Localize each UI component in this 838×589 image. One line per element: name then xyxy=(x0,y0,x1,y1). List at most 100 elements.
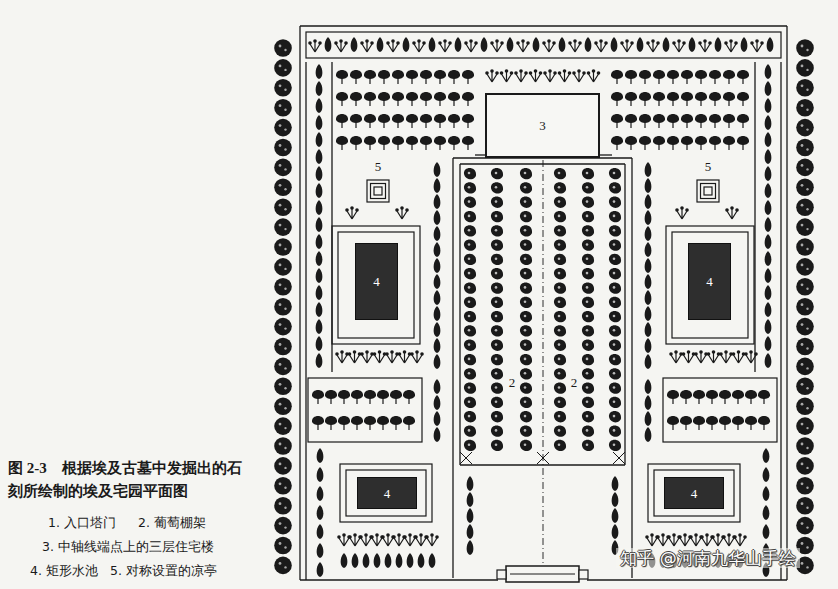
round-tree xyxy=(796,338,814,356)
cypress-tree xyxy=(434,258,441,273)
tree-highlight xyxy=(801,283,804,286)
fruit-tree xyxy=(693,390,705,399)
grape-vine xyxy=(464,182,476,193)
tree-highlight xyxy=(284,208,286,210)
papyrus-head xyxy=(524,71,528,75)
papyrus-head xyxy=(373,352,377,356)
papyrus-head xyxy=(578,41,582,45)
papyrus-head xyxy=(500,71,504,75)
vine-highlight xyxy=(586,329,589,332)
papyrus-head xyxy=(420,352,424,356)
papyrus-head xyxy=(543,71,547,75)
fruit-tree xyxy=(350,136,362,145)
fruit-tree xyxy=(695,114,707,123)
vine-highlight xyxy=(524,329,527,332)
fruit-tree xyxy=(364,390,376,399)
grape-vine xyxy=(609,425,621,436)
fruit-tree xyxy=(667,114,679,123)
round-tree xyxy=(796,457,814,475)
tree-highlight xyxy=(284,507,286,509)
cypress-tree xyxy=(434,338,441,353)
round-tree xyxy=(274,338,292,356)
fruit-tree xyxy=(392,70,404,79)
papyrus-head xyxy=(558,71,562,75)
tree-highlight xyxy=(284,288,286,290)
grape-vine xyxy=(491,297,503,308)
tree-highlight xyxy=(801,502,804,505)
fruit-tree xyxy=(737,92,749,101)
grape-vine xyxy=(520,425,532,436)
cypress-tree xyxy=(316,234,323,249)
vine-highlight xyxy=(524,186,527,189)
cypress-tree xyxy=(429,553,436,568)
vine-highlight xyxy=(586,429,589,432)
tree-highlight xyxy=(279,65,282,68)
garden-frame xyxy=(338,232,414,338)
cypress-tree xyxy=(645,210,652,225)
vine-highlight xyxy=(558,372,561,375)
grape-vine xyxy=(520,268,532,279)
papyrus-head xyxy=(553,71,557,75)
cypress-tree xyxy=(612,524,619,539)
papyrus-head xyxy=(370,41,374,45)
papyrus-head xyxy=(344,41,348,45)
vine-highlight xyxy=(468,229,471,232)
cypress-tree xyxy=(645,258,652,273)
grape-vine xyxy=(464,383,476,394)
papyrus-head xyxy=(750,41,754,45)
cypress-tree xyxy=(377,37,384,52)
vine-highlight xyxy=(558,443,561,446)
round-tree xyxy=(274,79,292,97)
cypress-tree xyxy=(434,178,441,193)
grape-vine xyxy=(582,197,594,208)
grape-vine xyxy=(582,340,594,351)
key-item: 5. 对称设置的凉亭 xyxy=(110,564,217,578)
cypress-tree xyxy=(316,166,323,181)
grape-vine xyxy=(609,168,621,179)
grape-vine xyxy=(491,311,503,322)
grape-vine xyxy=(464,197,476,208)
cypress-tree xyxy=(765,81,772,96)
papyrus-head xyxy=(392,535,396,539)
cypress-tree xyxy=(316,98,323,113)
tree-highlight xyxy=(801,482,804,485)
round-tree xyxy=(274,218,292,236)
fruit-tree xyxy=(406,136,418,145)
grape-vine xyxy=(464,282,476,293)
cypress-tree xyxy=(765,268,772,283)
round-tree xyxy=(796,517,814,535)
fruit-tree xyxy=(350,70,362,79)
tree-highlight xyxy=(801,363,804,366)
tree-highlight xyxy=(806,168,808,170)
fruit-tree xyxy=(745,390,757,399)
wall-line xyxy=(624,164,625,465)
round-tree xyxy=(274,139,292,157)
tree-highlight xyxy=(284,268,286,270)
grape-vine xyxy=(582,311,594,322)
grape-vine xyxy=(491,211,503,222)
papyrus-head xyxy=(577,69,581,73)
tree-highlight xyxy=(284,467,286,469)
fruit-tree xyxy=(364,114,376,123)
grape-vine xyxy=(464,311,476,322)
cypress-tree xyxy=(316,81,323,96)
wall-line xyxy=(460,464,625,465)
papyrus-head xyxy=(672,533,676,537)
tree-highlight xyxy=(279,443,282,446)
fruit-tree xyxy=(639,70,651,79)
papyrus-head xyxy=(464,41,468,45)
tree-highlight xyxy=(801,562,804,565)
papyrus-head xyxy=(413,535,417,539)
papyrus-head xyxy=(495,39,499,43)
papyrus-head xyxy=(743,535,747,539)
grape-vine xyxy=(609,383,621,394)
fruit-tree xyxy=(420,136,432,145)
grape-vine xyxy=(491,425,503,436)
fruit-tree xyxy=(611,92,623,101)
papyrus-head xyxy=(733,535,737,539)
vine-highlight xyxy=(468,415,471,418)
vine-highlight xyxy=(558,286,561,289)
papyrus-head xyxy=(725,208,729,212)
vine-highlight xyxy=(613,329,616,332)
fruit-tree xyxy=(681,92,693,101)
